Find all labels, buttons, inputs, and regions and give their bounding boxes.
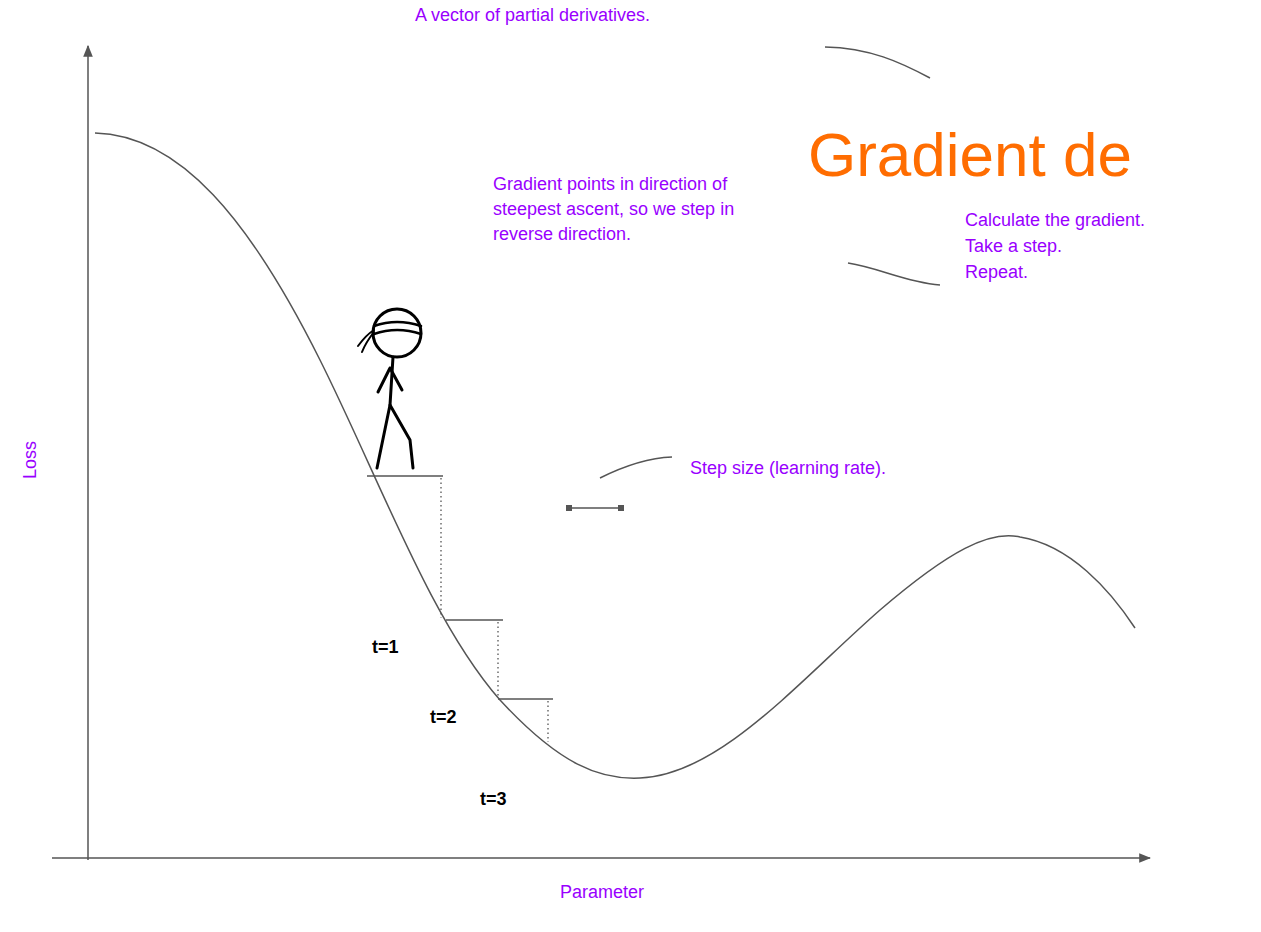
callout-note: Step size (learning rate). [690,455,886,481]
step-size-bar [566,505,624,511]
y-axis [87,46,89,860]
axis-label: Loss [17,441,43,479]
callout-note: A vector of partial derivatives. [415,2,650,28]
slide-title: Gradient de [808,122,1132,188]
callout-note: Take a step. [965,233,1062,259]
leader-lines [600,47,940,478]
step-label: t=3 [480,786,507,812]
gradient-steps [367,476,553,742]
callout-note: Repeat. [965,259,1028,285]
step-label: t=1 [372,634,399,660]
axis-label: Parameter [560,879,644,905]
callout-note: Calculate the gradient. [965,207,1145,233]
x-axis [52,857,1150,859]
callout-note: Gradient points in direction of steepest… [493,172,738,247]
step-label: t=2 [430,704,457,730]
stick-figure [358,309,421,468]
